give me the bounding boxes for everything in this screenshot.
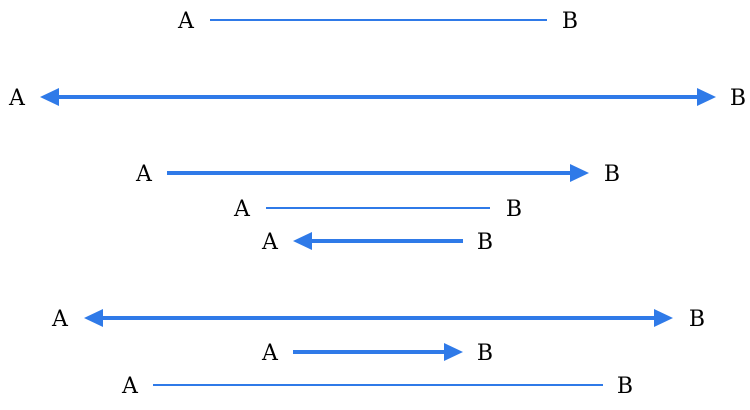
endpoint-label-b: B [689, 307, 705, 332]
endpoint-label-a: A [135, 162, 153, 187]
endpoint-label-b: B [730, 86, 746, 111]
arrowhead-left-icon [84, 309, 103, 327]
endpoint-label-a: A [177, 9, 195, 34]
arrowhead-right-icon [654, 309, 673, 327]
endpoint-label-a: A [8, 86, 26, 111]
arrowhead-right-icon [444, 343, 463, 361]
endpoint-label-b: B [506, 197, 522, 222]
endpoint-label-b: B [477, 341, 493, 366]
endpoint-label-b: B [562, 9, 578, 34]
arrowhead-left-icon [40, 88, 59, 106]
endpoint-label-b: B [604, 162, 620, 187]
endpoint-label-a: A [233, 197, 251, 222]
arrowhead-left-icon [293, 232, 312, 250]
arrowhead-right-icon [697, 88, 716, 106]
arrowhead-right-icon [570, 164, 589, 182]
endpoint-label-a: A [121, 374, 139, 399]
endpoint-label-a: A [261, 230, 279, 255]
endpoint-label-a: A [261, 341, 279, 366]
endpoint-label-a: A [51, 307, 69, 332]
endpoint-label-b: B [477, 230, 493, 255]
endpoint-label-b: B [617, 374, 633, 399]
